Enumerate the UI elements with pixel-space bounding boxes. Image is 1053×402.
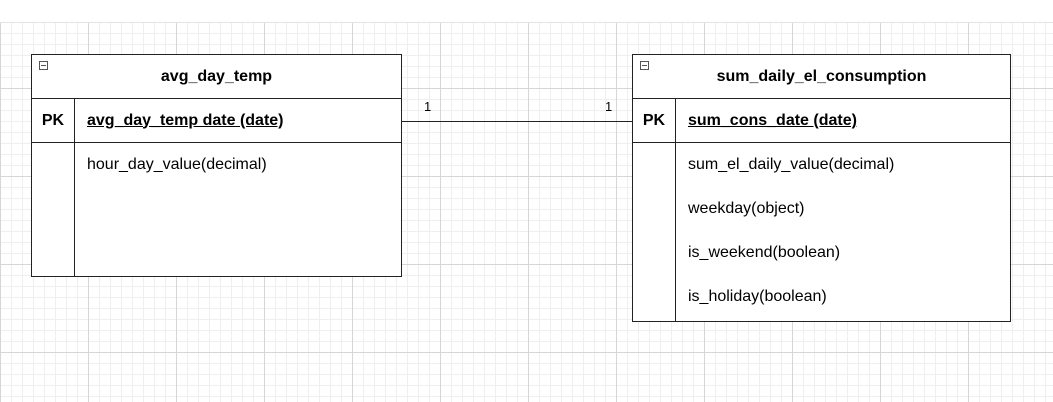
attribute-list: hour_day_value(decimal): [75, 143, 401, 276]
pk-field: avg_day_temp date (date): [87, 111, 284, 129]
entity-sum-daily-el-consumption[interactable]: sum_daily_el_consumption PK sum_cons_dat…: [632, 54, 1011, 322]
attribute-key-column: [32, 143, 75, 276]
attribute-item: is_holiday(boolean): [688, 288, 827, 305]
primary-key-row: PK avg_day_temp date (date): [32, 99, 401, 143]
entity-title: avg_day_temp: [160, 67, 273, 85]
collapse-icon[interactable]: [640, 61, 649, 70]
attribute-item: is_weekend(boolean): [688, 244, 841, 261]
cardinality-right: 1: [605, 99, 613, 114]
attribute-block: sum_el_daily_value(decimal) weekday(obje…: [633, 143, 1010, 321]
attribute-list: sum_el_daily_value(decimal) weekday(obje…: [676, 143, 1010, 321]
pk-label: PK: [32, 99, 75, 142]
relationship-line[interactable]: [401, 121, 633, 122]
entity-header: sum_daily_el_consumption: [633, 55, 1010, 99]
pk-field: sum_cons_date (date): [688, 111, 857, 129]
entity-header: avg_day_temp: [32, 55, 401, 99]
attribute-item: sum_el_daily_value(decimal): [688, 156, 895, 173]
entity-title: sum_daily_el_consumption: [716, 67, 927, 85]
attribute-item: hour_day_value(decimal): [87, 156, 267, 173]
attribute-key-column: [633, 143, 676, 321]
collapse-icon[interactable]: [39, 61, 48, 70]
entity-avg-day-temp[interactable]: avg_day_temp PK avg_day_temp date (date)…: [31, 54, 402, 277]
canvas-top-strip: [0, 0, 1053, 23]
primary-key-row: PK sum_cons_date (date): [633, 99, 1010, 143]
cardinality-left: 1: [424, 99, 432, 114]
attribute-block: hour_day_value(decimal): [32, 143, 401, 276]
attribute-item: weekday(object): [688, 200, 805, 217]
pk-label: PK: [633, 99, 676, 142]
